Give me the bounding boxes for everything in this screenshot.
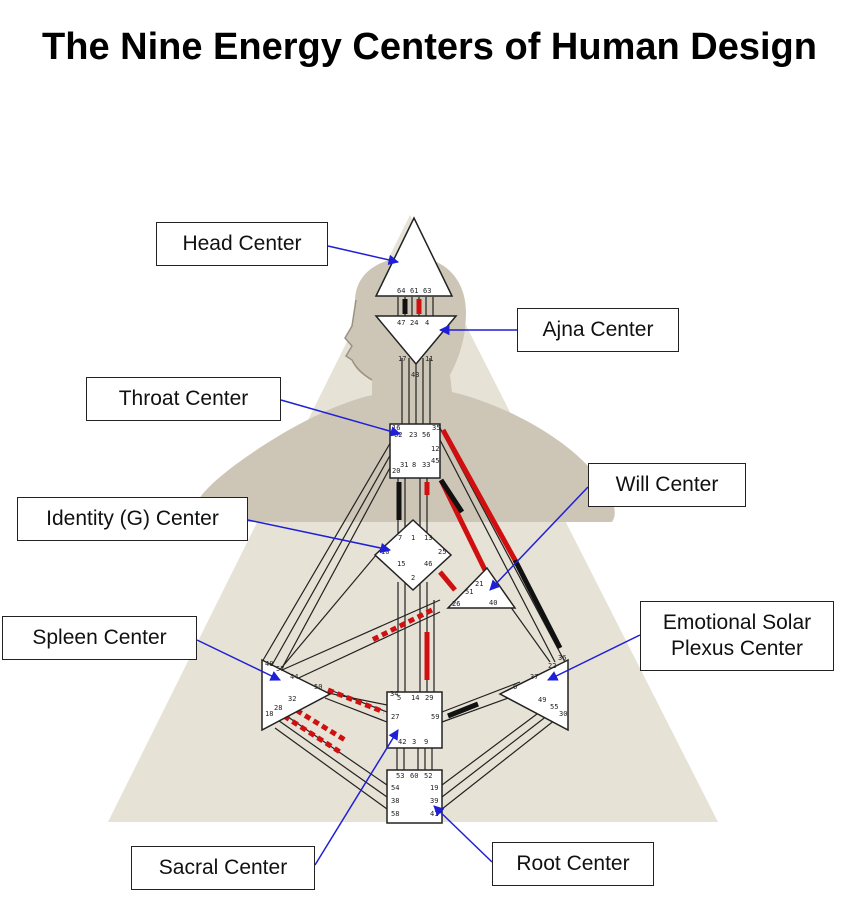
face-profile [344,299,373,381]
will-center-label: Will Center [588,463,746,507]
identity-arrow [247,519,392,554]
gate-number: 35 [432,424,440,432]
gate-number: 20 [392,467,400,475]
gate-number: 51 [465,588,473,596]
solar-plexus-label-line2: Plexus Center [671,637,803,660]
page-title: The Nine Energy Centers of Human Design [42,26,817,68]
gate-number: 8 [412,461,416,469]
gate-number: 26 [452,600,460,608]
gate-number: 42 [398,738,406,746]
gate-number: 22 [548,662,556,670]
gate-number: 16 [392,424,400,432]
gate-number: 27 [391,713,399,721]
gate-number: 31 [400,461,408,469]
spleen-center-label: Spleen Center [2,616,197,660]
gate-number: 13 [424,534,432,542]
gate-numbers: 64 61 63 47 24 4 17 43 11 62 23 56 16 35… [265,287,567,818]
head-center-shape [374,216,454,297]
root-center-label: Root Center [492,842,654,886]
pointer-arrows [196,245,641,866]
gate-number: 25 [438,548,446,556]
gate-number: 28 [274,704,282,712]
gate-number: 48 [265,660,273,668]
gate-number: 37 [530,673,538,681]
head-arrow [327,245,400,266]
gate-number: 36 [558,654,566,662]
gate-number: 64 [397,287,405,295]
gate-number: 6 [513,683,517,691]
gate-number: 12 [431,445,439,453]
activated-channel-segments [282,299,563,755]
gate-number: 52 [424,772,432,780]
gate-number: 61 [410,287,418,295]
root-center-shape [386,769,443,824]
gate-number: 15 [397,560,405,568]
gate-number: 5 [397,694,401,702]
gate-number: 21 [475,580,483,588]
gate-number: 40 [489,599,497,607]
gate-number: 59 [431,713,439,721]
gate-number: 18 [265,710,273,718]
gate-number: 44 [290,673,298,681]
gate-number: 34 [390,690,398,698]
gate-number: 41 [430,810,438,818]
gate-number: 23 [409,431,417,439]
gate-number: 2 [411,574,415,582]
gate-number: 32 [288,695,296,703]
gate-number: 4 [425,319,429,327]
gate-number: 24 [410,319,418,327]
gate-number: 50 [314,683,322,691]
gate-number: 30 [559,710,567,718]
gate-number: 60 [410,772,418,780]
gate-number: 63 [423,287,431,295]
gate-number: 1 [411,534,415,542]
gate-number: 17 [398,355,406,363]
gate-number: 49 [538,696,546,704]
solar-plexus-label-line1: Emotional Solar [662,611,812,634]
gate-number: 55 [550,703,558,711]
gate-number: 39 [430,797,438,805]
identity-center-label: Identity (G) Center [17,497,248,541]
gate-number: 53 [396,772,404,780]
sacral-center-label: Sacral Center [131,846,315,890]
gate-number: 3 [412,738,416,746]
solar-plexus-center-label: Emotional Solar Plexus Center [640,601,834,671]
gate-number: 11 [425,355,433,363]
gate-number: 47 [397,319,405,327]
ajna-center-shape [374,315,458,366]
root-arrow [433,805,493,863]
gate-number: 38 [391,797,399,805]
sacral-arrow [314,729,399,866]
ajna-center-label: Ajna Center [517,308,679,352]
head-center-label: Head Center [156,222,328,266]
gate-number: 57 [276,665,284,673]
gate-number: 54 [391,784,399,792]
gate-number: 7 [398,534,402,542]
will-arrow [489,486,589,591]
gate-number: 33 [422,461,430,469]
solar-plexus-arrow [547,634,641,681]
throat-arrow [280,399,402,437]
gate-number: 19 [430,784,438,792]
spleen-arrow [196,639,281,681]
gate-number: 56 [422,431,430,439]
gate-number: 9 [424,738,428,746]
gate-number: 43 [411,371,419,379]
gate-number: 58 [391,810,399,818]
will-center-shape [446,566,517,609]
gate-number: 29 [425,694,433,702]
gate-number: 14 [411,694,419,702]
gate-number: 46 [424,560,432,568]
human-silhouette [194,256,615,522]
gate-number: 45 [431,457,439,465]
throat-center-label: Throat Center [86,377,281,421]
